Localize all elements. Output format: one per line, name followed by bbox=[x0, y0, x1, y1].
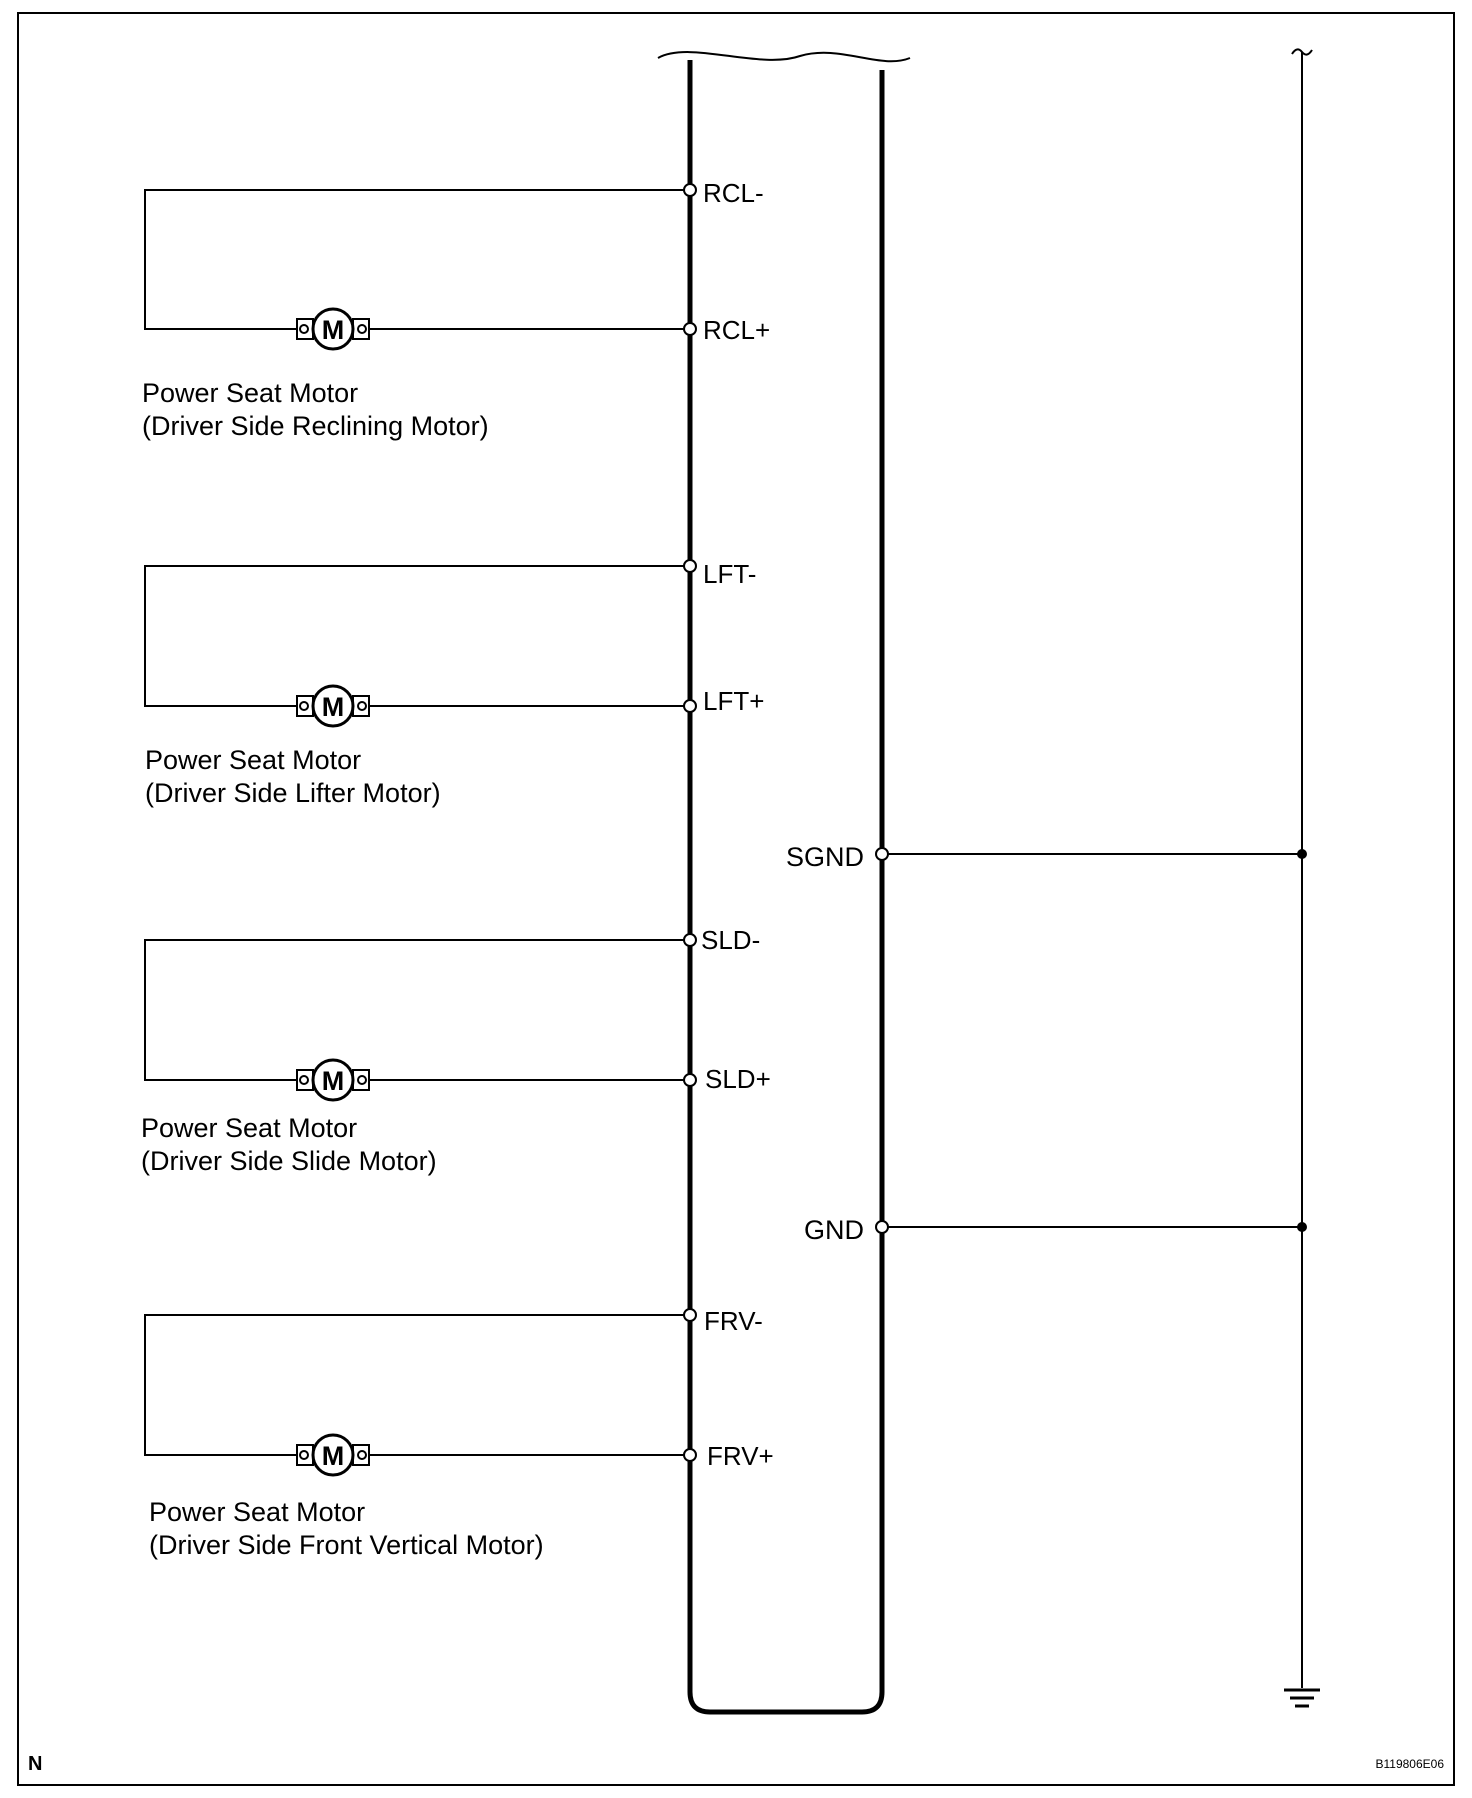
terminal-plus bbox=[683, 1448, 697, 1462]
figure-code: B119806E06 bbox=[1375, 1757, 1444, 1771]
pin-minus-label: SLD- bbox=[701, 925, 760, 955]
motor-icon: M bbox=[296, 1058, 370, 1102]
pin-plus-label: SLD+ bbox=[705, 1064, 771, 1094]
pin-plus-label: LFT+ bbox=[703, 686, 764, 716]
motor-icon: M bbox=[296, 1433, 370, 1477]
motor-label-line1: Power Seat Motor bbox=[142, 378, 358, 408]
svg-text:M: M bbox=[322, 1441, 345, 1471]
motor-label-line1: Power Seat Motor bbox=[145, 745, 361, 775]
motor-label-line2: (Driver Side Slide Motor) bbox=[141, 1146, 437, 1176]
svg-text:M: M bbox=[322, 692, 345, 722]
ecu-connector-body bbox=[657, 51, 911, 1715]
motor-circuit-lifter: M LFT- LFT+ Power Seat Motor (Driver Sid… bbox=[144, 559, 764, 808]
pin-minus-label: RCL- bbox=[703, 178, 764, 208]
sgnd-circuit: SGND bbox=[786, 842, 1307, 872]
pin-minus-label: FRV- bbox=[704, 1306, 763, 1336]
motor-label-line2: (Driver Side Reclining Motor) bbox=[142, 411, 489, 441]
terminal-minus bbox=[683, 559, 697, 573]
figure-border bbox=[17, 12, 1455, 1786]
terminal-plus bbox=[683, 699, 697, 713]
sgnd-terminal bbox=[875, 847, 889, 861]
pin-plus-label: RCL+ bbox=[703, 315, 770, 345]
pin-minus-label: LFT- bbox=[703, 559, 756, 589]
ground-symbol-icon bbox=[1284, 1688, 1320, 1708]
sgnd-junction-dot bbox=[1297, 849, 1307, 859]
terminal-plus bbox=[683, 1073, 697, 1087]
motor-icon: M bbox=[296, 684, 370, 728]
motor-label-line2: (Driver Side Front Vertical Motor) bbox=[149, 1530, 544, 1560]
corner-mark: N bbox=[28, 1753, 42, 1775]
motor-label-line1: Power Seat Motor bbox=[149, 1497, 365, 1527]
terminal-minus bbox=[683, 1308, 697, 1322]
wire-break-tilde-icon bbox=[1291, 48, 1313, 56]
ecu-break-icon bbox=[657, 51, 911, 63]
svg-text:M: M bbox=[322, 315, 345, 345]
ground-bus bbox=[1284, 48, 1320, 1708]
motor-label-line1: Power Seat Motor bbox=[141, 1113, 357, 1143]
terminal-plus bbox=[683, 322, 697, 336]
terminal-minus bbox=[683, 183, 697, 197]
gnd-terminal bbox=[875, 1220, 889, 1234]
terminal-minus bbox=[683, 933, 697, 947]
pin-gnd: GND bbox=[804, 1215, 864, 1245]
gnd-circuit: GND bbox=[804, 1215, 1307, 1245]
motor-circuit-reclining: M RCL- RCL+ Power Seat Motor (Driver Sid… bbox=[142, 178, 770, 441]
motor-icon: M bbox=[296, 307, 370, 351]
motor-label-line2: (Driver Side Lifter Motor) bbox=[145, 778, 441, 808]
gnd-junction-dot bbox=[1297, 1222, 1307, 1232]
motor-circuit-slide: M SLD- SLD+ Power Seat Motor (Driver Sid… bbox=[141, 925, 771, 1176]
svg-text:M: M bbox=[322, 1066, 345, 1096]
pin-sgnd: SGND bbox=[786, 842, 864, 872]
motor-circuit-front-vertical: M FRV- FRV+ Power Seat Motor (Driver Sid… bbox=[144, 1306, 774, 1560]
pin-plus-label: FRV+ bbox=[707, 1441, 774, 1471]
